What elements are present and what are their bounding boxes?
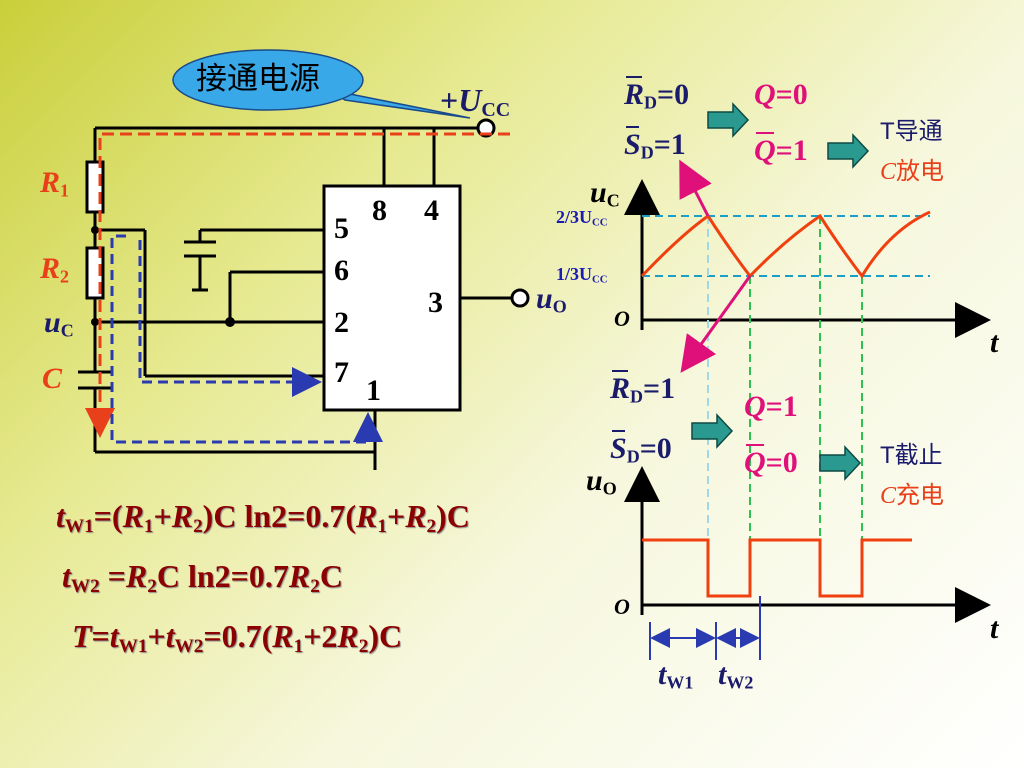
lower-origin-label: O [614, 594, 630, 619]
teal-arrows [691, 102, 870, 481]
upper-origin-label: O [614, 306, 630, 331]
tw1-label: tW1 [658, 658, 694, 693]
rd-one-label: RD=1 [610, 372, 676, 407]
qbar-one-label: Q=1 [754, 134, 808, 167]
r2-label: R2 [40, 252, 70, 287]
t-on-label: T导通 [880, 118, 943, 145]
uo-waveform [642, 538, 912, 598]
timing-capacitor [78, 370, 112, 390]
pin-4: 4 [424, 194, 439, 227]
discharge-path-b [138, 240, 322, 397]
resistor-r1 [85, 160, 105, 214]
charge-trigger-arrow [680, 275, 752, 373]
pin-3: 3 [428, 286, 443, 319]
t-off-label: T截止 [880, 442, 943, 469]
pin-7: 7 [334, 356, 349, 389]
callout-text: 接通电源 [196, 61, 320, 96]
sd-zero-label: SD=0 [610, 432, 672, 467]
pin-8: 8 [372, 194, 387, 227]
sd-one-label: SD=1 [624, 128, 686, 163]
one-third-vcc-label: 1/3UCC [556, 264, 608, 286]
discharge-trigger-arrow [679, 159, 712, 217]
output-terminal [510, 288, 530, 308]
two-thirds-vcc-label: 2/3UCC [556, 207, 608, 229]
uo-axes [624, 466, 991, 623]
uo-axis-label: uO [586, 464, 617, 499]
formula-tw1: tW1=(R1+R2)C ln2=0.7(R1+R2)C [56, 498, 470, 537]
vcc-label: +UCC [440, 82, 511, 121]
power-on-callout [172, 49, 471, 119]
cap-label: C [42, 362, 63, 395]
tw2-label: tW2 [718, 658, 754, 693]
pin-2: 2 [334, 306, 349, 339]
pin-5: 5 [334, 212, 349, 245]
q-zero-label: Q=0 [754, 78, 808, 111]
lower-t-axis-label: t [990, 612, 999, 645]
formula-period: T=tW1+tW2=0.7(R1+2R2)C [72, 618, 403, 657]
tw-markers [649, 596, 761, 660]
c-discharge-label: C放电 [880, 158, 945, 185]
uc-axis-label: uC [590, 176, 620, 211]
uo-node-label: uO [536, 282, 567, 317]
charge-path [85, 132, 510, 438]
upper-t-axis-label: t [990, 326, 999, 359]
discharge-path-a [110, 234, 383, 444]
rd-zero-label: RD=0 [624, 78, 690, 113]
timer-555-chip [322, 184, 462, 412]
uc-node-label: uC [44, 306, 74, 341]
q-one-label: Q=1 [744, 390, 798, 423]
uc-axes [624, 179, 991, 338]
formula-tw2: tW2 =R2C ln2=0.7R2C [62, 558, 343, 597]
uc-waveform [640, 210, 931, 279]
pin-6: 6 [334, 254, 349, 287]
control-capacitor [184, 240, 216, 292]
c-charge-label: C充电 [880, 482, 945, 509]
pin-1: 1 [366, 374, 381, 407]
r1-label: R1 [40, 166, 70, 201]
qbar-zero-label: Q=0 [744, 446, 798, 479]
vcc-terminal [476, 118, 496, 138]
